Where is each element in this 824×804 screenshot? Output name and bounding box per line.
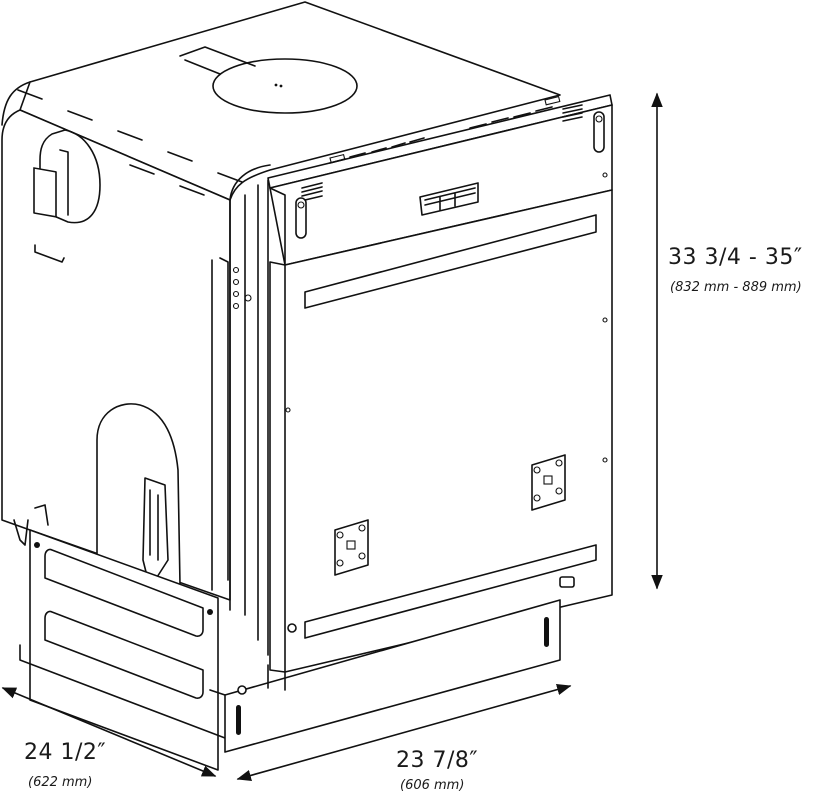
height-dimension-metric: (832 mm - 889 mm) (670, 280, 802, 295)
top-tub-opening (179, 46, 358, 114)
width-dimension-metric: (606 mm) (400, 778, 465, 793)
rear-access-panel (96, 403, 181, 589)
hinge-holes (232, 266, 252, 310)
decor-panel-mounts (334, 454, 566, 576)
depth-arrow (1, 687, 217, 777)
vent-grilles (301, 104, 583, 216)
dashed-guide-lines (17, 89, 243, 196)
side-bracket (33, 129, 101, 263)
dimension-arrows (1, 92, 663, 782)
height-dimension-label: 33 3/4 - 35″ (668, 245, 803, 270)
door-assembly (211, 94, 613, 673)
depth-dimension-metric: (622 mm) (28, 775, 93, 790)
control-buttons (329, 95, 561, 164)
latch-icon (559, 576, 575, 588)
mounting-slots (295, 111, 605, 239)
door-screws (285, 172, 608, 633)
width-dimension-label: 23 7/8″ (396, 748, 479, 773)
width-arrow (236, 683, 572, 782)
depth-dimension-label: 24 1/2″ (24, 740, 107, 765)
cabinet-body (1, 1, 561, 601)
